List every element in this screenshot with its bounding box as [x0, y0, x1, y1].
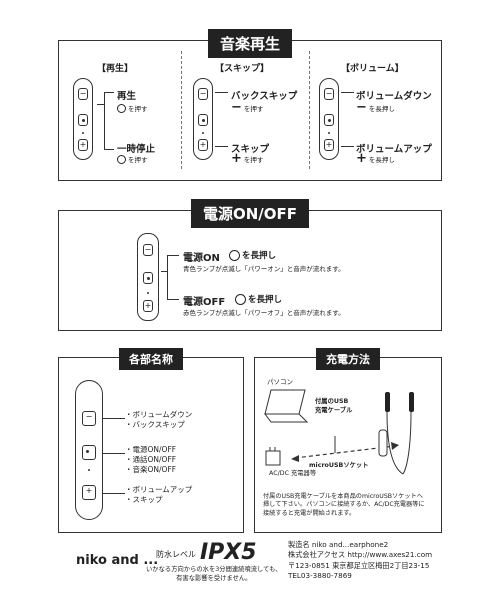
power-panel: 電源ON/OFF − + 電源ON を長押し 青色ランプが点滅し「パワーオン」と… — [58, 199, 442, 331]
ac-adapter-icon — [265, 447, 281, 466]
center-button-icon — [82, 445, 96, 460]
plus-icon: + — [356, 151, 367, 166]
plus-button-icon: + — [143, 300, 153, 312]
part-center-label: ・電源ON/OFF ・通話ON/OFF ・音楽ON/OFF — [125, 445, 177, 475]
plus-icon: + — [231, 151, 242, 166]
minus-button-icon: − — [198, 88, 208, 100]
play-label: 再生 — [117, 91, 137, 102]
back-skip-instruction: − を押す — [231, 100, 264, 115]
remote-illustration-play: − + — [73, 78, 93, 160]
remote-illustration-skip: − + — [193, 78, 213, 160]
center-button-icon — [117, 154, 126, 164]
power-on-instruction: を長押し — [229, 249, 276, 261]
pc-label: パソコン — [267, 378, 293, 386]
water-level-value: IPX5 — [200, 540, 257, 565]
center-button-icon — [324, 114, 334, 126]
volume-up-label: ボリュームアップ — [356, 144, 432, 155]
volume-down-label: ボリュームダウン — [356, 91, 432, 102]
plus-button-icon: + — [324, 139, 334, 151]
center-button-icon — [78, 114, 88, 126]
laptop-icon — [264, 389, 309, 423]
power-off-label: 電源OFF — [183, 297, 226, 308]
part-names-title: 各部名称 — [119, 348, 183, 370]
music-playback-panel: 音楽再生 【再生】 − + 再生 を押す 一時停止 を押す 【スキップ】 − +… — [58, 29, 442, 181]
part-names-panel: 各部名称 − + ・ボリュームダウン ・バックスキップ ・電源ON/OFF ・通… — [58, 348, 244, 533]
center-button-icon — [235, 293, 246, 305]
power-off-note: 赤色ランプが点滅し「パワーオフ」と音声が流れます。 — [183, 309, 345, 317]
charging-panel: 充電方法 パソコン AC/DC 充電器等 付属のUSB 充電ケーブル micro… — [254, 348, 442, 533]
volume-up-instruction: + を長押し — [356, 151, 395, 166]
water-note: いかなる方向からの水を3分間連続噴流しても、 有害な影響を受けません。 — [146, 566, 282, 582]
charging-title: 充電方法 — [316, 348, 380, 370]
volume-down-instruction: − を長押し — [356, 100, 395, 115]
plus-button-icon: + — [78, 139, 88, 151]
manufacturer-info: 製造名 niko and...earphone2 株式会社アクセス http:/… — [288, 540, 433, 581]
center-button-icon — [198, 114, 208, 126]
volume-header: 【ボリューム】 — [341, 64, 404, 74]
skip-instruction: + を押す — [231, 151, 264, 166]
pause-instruction: を押す — [117, 154, 148, 164]
center-button-icon — [117, 103, 126, 113]
pause-label: 一時停止 — [117, 144, 156, 155]
usb-cable-icon — [291, 436, 399, 462]
back-skip-label: バックスキップ — [231, 91, 298, 102]
remote-illustration-parts: − + — [75, 380, 103, 520]
minus-icon: − — [356, 100, 367, 115]
music-playback-title: 音楽再生 — [207, 29, 293, 58]
minus-button-icon: − — [324, 88, 334, 100]
minus-button-icon: − — [143, 244, 153, 256]
power-off-instruction: を長押し — [235, 293, 282, 305]
power-on-note: 青色ランプが点滅し「パワーオン」と音声が流れます。 — [183, 265, 345, 273]
earphone-icon — [378, 392, 414, 475]
minus-icon: − — [231, 100, 242, 115]
part-plus-label: ・ボリュームアップ ・スキップ — [125, 485, 193, 505]
skip-label: スキップ — [231, 144, 270, 155]
adapter-label: AC/DC 充電器等 — [269, 470, 317, 477]
center-button-icon — [229, 249, 240, 261]
remote-illustration-power: − + — [137, 233, 159, 321]
play-header: 【再生】 — [97, 64, 134, 74]
power-on-label: 電源ON — [183, 253, 220, 264]
charging-description: 付属のUSB充電ケーブルを本商品のmicroUSBソケットへ 挿して下さい。パソ… — [263, 493, 425, 517]
center-button-icon — [143, 272, 153, 284]
plus-button-icon: + — [198, 139, 208, 151]
minus-button-icon: − — [78, 88, 88, 100]
brand-logo: niko and ... — [76, 553, 159, 568]
part-minus-label: ・ボリュームダウン ・バックスキップ — [125, 410, 193, 430]
skip-header: 【スキップ】 — [215, 64, 270, 74]
minus-button-icon: − — [82, 411, 96, 426]
socket-label: microUSBソケット — [309, 462, 369, 469]
plus-button-icon: + — [82, 485, 96, 500]
power-title: 電源ON/OFF — [190, 199, 310, 228]
cable-label: 付属のUSB 充電ケーブル — [315, 398, 353, 414]
play-instruction: を押す — [117, 103, 148, 113]
remote-illustration-volume: − + — [319, 78, 339, 160]
water-level-label: 防水レベル — [156, 550, 196, 559]
